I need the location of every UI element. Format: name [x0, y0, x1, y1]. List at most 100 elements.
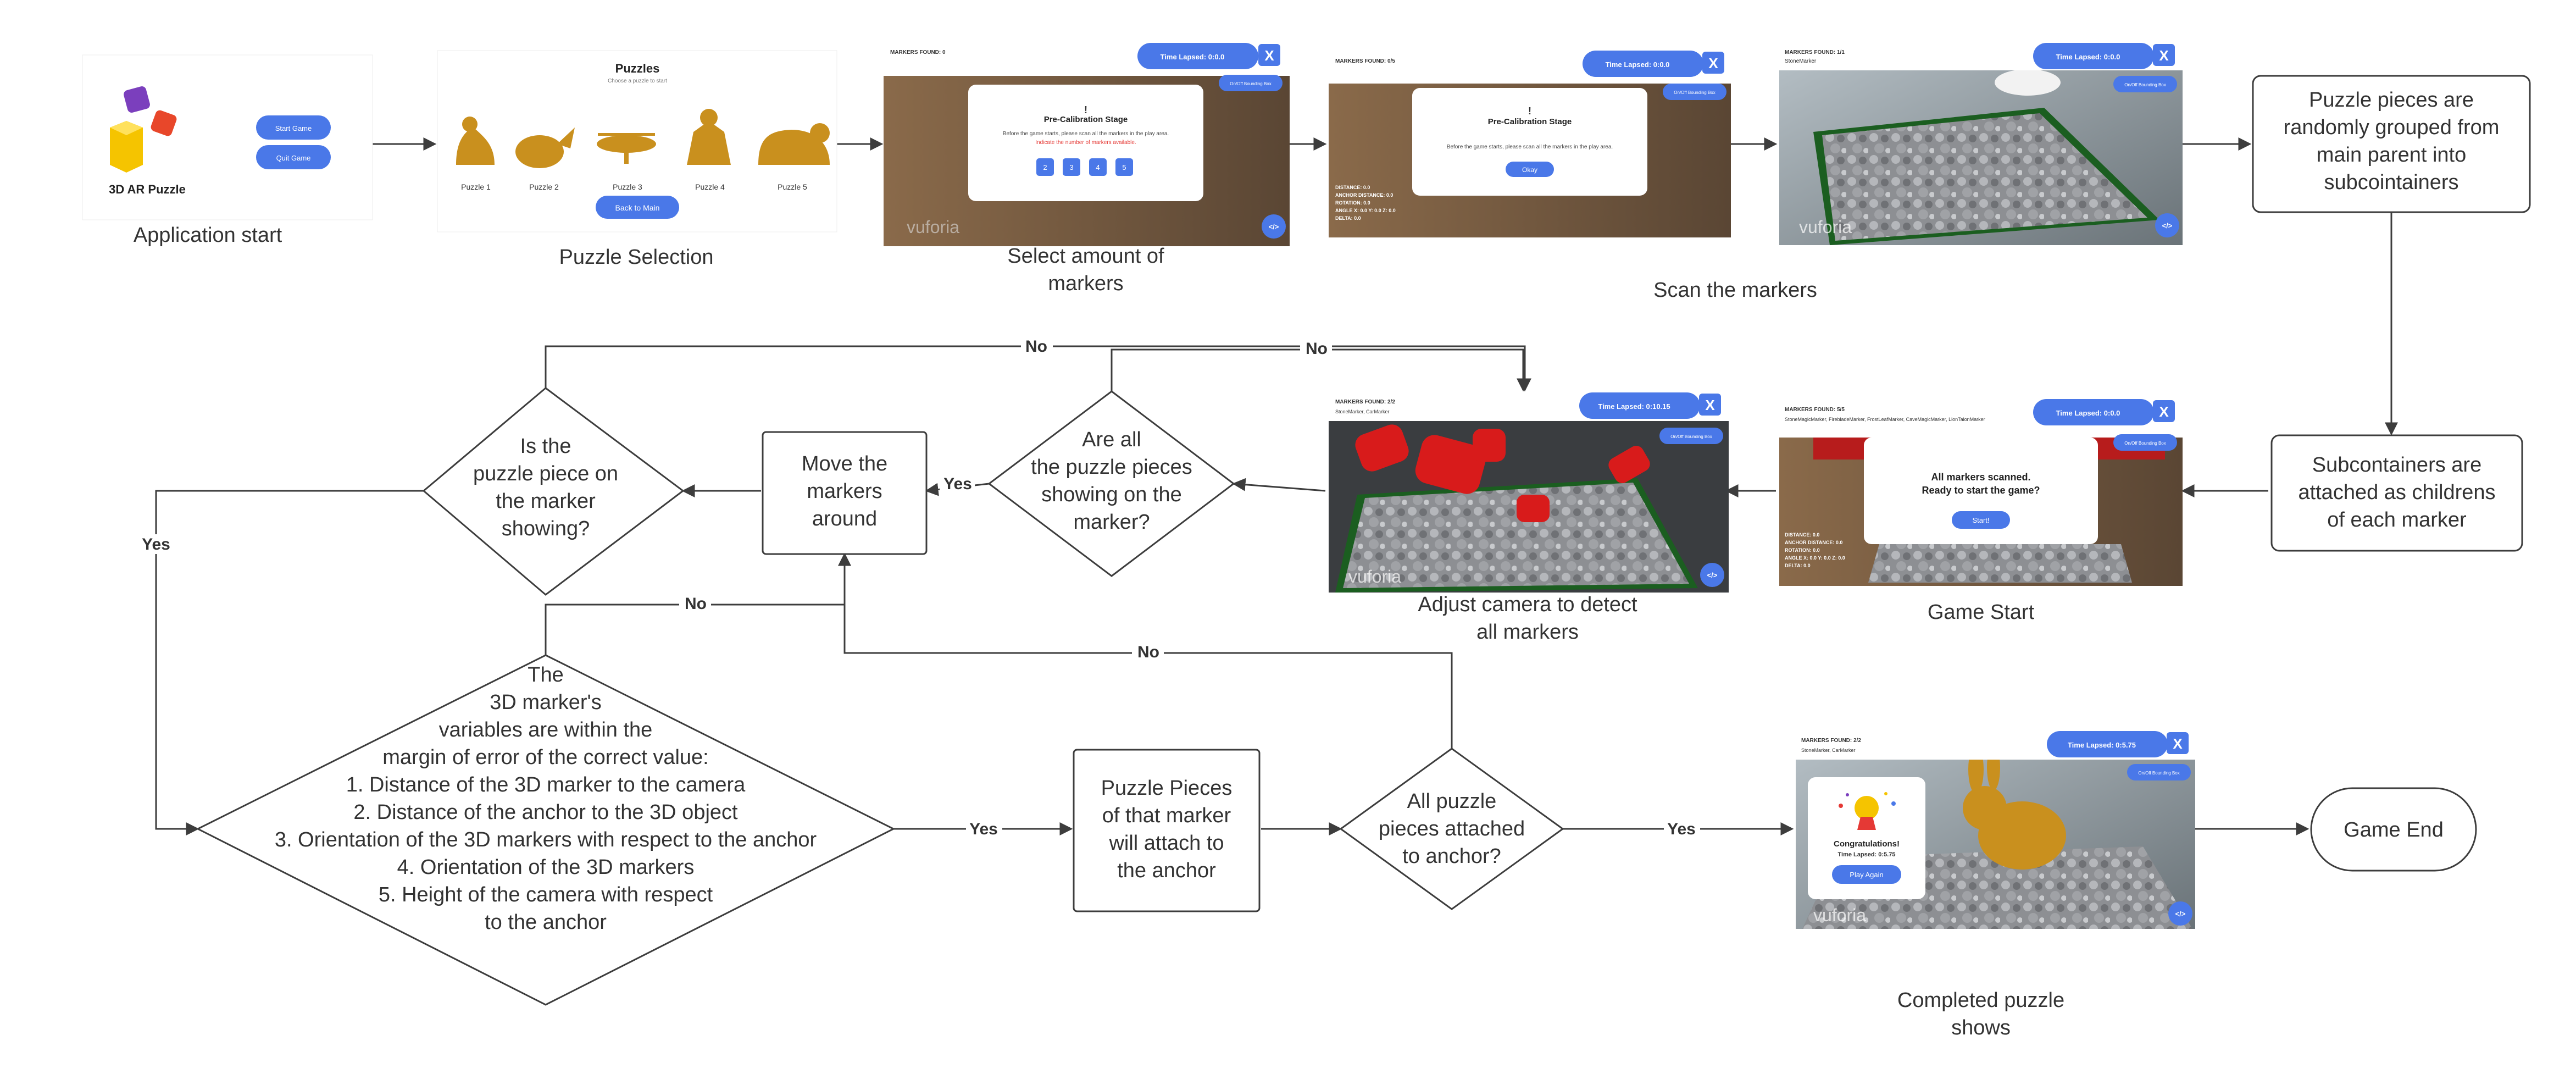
label-no-allshowing: No — [1306, 340, 1328, 358]
okay-button[interactable]: Okay — [1506, 162, 1554, 177]
completed-code-button[interactable]: </> — [2168, 901, 2192, 926]
marker-count-option-2[interactable]: 2 — [1036, 158, 1054, 176]
quit-game-label: Quit Game — [276, 154, 311, 162]
congratulations-text: Congratulations! — [1834, 839, 1900, 849]
label-no-attached: No — [1137, 643, 1159, 661]
play-again-button[interactable]: Play Again — [1832, 865, 1901, 884]
dialog-title: Pre-Calibration Stage — [1044, 115, 1128, 124]
scan-view-screen: MARKERS FOUND: 1/1 StoneMarker Time Laps… — [1779, 43, 2183, 245]
select-close-button[interactable]: X — [1258, 44, 1280, 66]
start-game-button[interactable]: Start Game — [256, 115, 331, 140]
gamestart-bounding-toggle[interactable]: On/Off Bounding Box — [2113, 434, 2177, 451]
scanview-marker-name: StoneMarker — [1785, 58, 1817, 64]
dialog-text: Before the game starts, please scan all … — [1447, 144, 1613, 150]
group-line-3: main parent into — [2317, 143, 2467, 167]
quit-game-button[interactable]: Quit Game — [256, 145, 331, 169]
completed-screen: MARKERS FOUND: 2/2 StoneMarker, CarMarke… — [1796, 731, 2195, 929]
bounding-toggle-label: On/Off Bounding Box — [1674, 90, 1715, 95]
ready-dialog: All markers scanned. Ready to start the … — [1864, 438, 2098, 544]
puzzle-option-4[interactable]: Puzzle 4 — [687, 109, 731, 191]
back-to-main-button[interactable]: Back to Main — [596, 196, 679, 219]
puzzle-1-label: Puzzle 1 — [461, 182, 491, 191]
completed-close-button[interactable]: X — [2167, 732, 2189, 754]
congratulations-dialog: Congratulations! Time Lapsed: 0:5.75 Pla… — [1808, 777, 1925, 899]
completed-bounding-toggle[interactable]: On/Off Bounding Box — [2127, 764, 2191, 780]
variables-line-5: 1. Distance of the 3D marker to the came… — [346, 773, 746, 796]
stat-anchor-distance: ANCHOR DISTANCE: 0.0 — [1335, 192, 1393, 198]
attach-subcontainers-box: Subcontainers are attached as childrens … — [2270, 434, 2523, 552]
adjust-code-button[interactable]: </> — [1700, 563, 1724, 587]
stat-delta: DELTA: 0.0 — [1785, 563, 1811, 568]
anchor-line-2: of that marker — [1102, 804, 1231, 827]
scanview-time-text: Time Lapsed: 0:0.0 — [2056, 53, 2120, 61]
select-markers-found: MARKERS FOUND: 0 — [890, 49, 946, 56]
decision-all-pieces-showing: Are all the puzzle pieces showing on the… — [987, 390, 1235, 577]
ready-line-1: All markers scanned. — [1931, 472, 2030, 483]
label-no-variables: No — [685, 595, 707, 613]
variables-line-6: 2. Distance of the anchor to the 3D obje… — [353, 801, 738, 824]
gamestart-stats: DISTANCE: 0.0 ANCHOR DISTANCE: 0.0 ROTAT… — [1785, 532, 1845, 568]
attach-line-3: of each marker — [2327, 508, 2467, 532]
puzzle-option-5[interactable]: Puzzle 5 — [758, 123, 830, 191]
marker-count-option-5[interactable]: 5 — [1115, 158, 1133, 176]
dialog-warning-text: Indicate the number of markers available… — [1035, 140, 1136, 146]
scan-time-text: Time Lapsed: 0:0.0 — [1606, 60, 1670, 69]
scanview-close-button[interactable]: X — [2153, 44, 2175, 66]
move-line-1: Move the — [802, 452, 887, 475]
scanview-bounding-toggle[interactable]: On/Off Bounding Box — [2113, 76, 2177, 92]
start-button[interactable]: Start! — [1952, 511, 2010, 529]
adjust-bounding-toggle[interactable]: On/Off Bounding Box — [1659, 428, 1723, 444]
close-icon: X — [1264, 47, 1274, 64]
scan-markers-found: MARKERS FOUND: 0/5 — [1335, 58, 1395, 64]
anchor-line-3: will attach to — [1108, 832, 1224, 855]
variables-line-3: variables are within the — [439, 718, 653, 741]
scan-time-badge: Time Lapsed: 0:0.0 — [1583, 51, 1703, 77]
scan-close-button[interactable]: X — [1702, 52, 1724, 74]
decision-marker-variables: The 3D marker's variables are within the… — [196, 654, 896, 1006]
anchor-line-1: Puzzle Pieces — [1101, 777, 1233, 800]
warning-icon: ! — [1084, 104, 1087, 115]
select-bounding-toggle[interactable]: On/Off Bounding Box — [1219, 75, 1283, 91]
puzzle-option-3[interactable]: Puzzle 3 — [597, 133, 656, 191]
app-start-screen: 3D AR Puzzle Start Game Quit Game — [82, 54, 373, 220]
vuforia-logo: vuforia — [907, 217, 959, 237]
puzzle-option-1[interactable]: Puzzle 1 — [456, 117, 495, 191]
gamestart-time-text: Time Lapsed: 0:0.0 — [2056, 409, 2120, 417]
caption-completed-2: shows — [1951, 1016, 2011, 1039]
stat-angle: ANGLE X: 0.0 Y: 0.0 Z: 0.0 — [1335, 208, 1396, 213]
puzzle-option-2[interactable]: Puzzle 2 — [515, 128, 575, 191]
scanview-code-button[interactable]: </> — [2155, 213, 2179, 237]
label-yes-variables: Yes — [969, 820, 998, 838]
stat-distance: DISTANCE: 0.0 — [1785, 532, 1819, 538]
adjust-camera-screen: MARKERS FOUND: 2/2 StoneMarker, CarMarke… — [1329, 392, 1729, 593]
close-icon: X — [2159, 403, 2169, 420]
group-line-2: randomly grouped from — [2284, 116, 2500, 139]
variables-line-7: 3. Orientation of the 3D markers with re… — [275, 828, 817, 851]
adjust-close-button[interactable]: X — [1699, 394, 1721, 416]
marker-count-option-3[interactable]: 3 — [1063, 158, 1080, 176]
gamestart-marker-names: StoneMagicMarker, FirebladeMarker, Frost… — [1785, 417, 1985, 422]
stat-delta: DELTA: 0.0 — [1335, 215, 1361, 221]
code-icon: </> — [2175, 910, 2186, 918]
anchor-line-4: the anchor — [1117, 859, 1216, 882]
completed-time-line: Time Lapsed: 0:5.75 — [1838, 851, 1896, 858]
stat-rotation: ROTATION: 0.0 — [1335, 200, 1370, 206]
caption-app-start: Application start — [134, 224, 282, 247]
completed-markers-found: MARKERS FOUND: 2/2 — [1801, 738, 1861, 744]
gamestart-close-button[interactable]: X — [2153, 400, 2175, 422]
scan-bounding-toggle[interactable]: On/Off Bounding Box — [1663, 84, 1726, 100]
option-5-label: 5 — [1122, 163, 1126, 171]
marker-count-option-4[interactable]: 4 — [1089, 158, 1107, 176]
pre-calibration-dialog: ! Pre-Calibration Stage Before the game … — [968, 85, 1203, 201]
okay-label: Okay — [1522, 166, 1537, 174]
group-line-1: Puzzle pieces are — [2309, 88, 2474, 112]
code-icon: </> — [2162, 222, 2173, 230]
piece-showing-line-3: the marker — [496, 490, 596, 513]
game-start-screen: MARKERS FOUND: 5/5 StoneMagicMarker, Fir… — [1779, 399, 2183, 586]
variables-line-2: 3D marker's — [490, 691, 602, 714]
select-code-button[interactable]: </> — [1262, 214, 1286, 239]
variables-line-8: 4. Orientation of the 3D markers — [397, 856, 695, 879]
select-time-text: Time Lapsed: 0:0.0 — [1161, 53, 1225, 61]
group-pieces-box: Puzzle pieces are randomly grouped from … — [2252, 75, 2531, 213]
